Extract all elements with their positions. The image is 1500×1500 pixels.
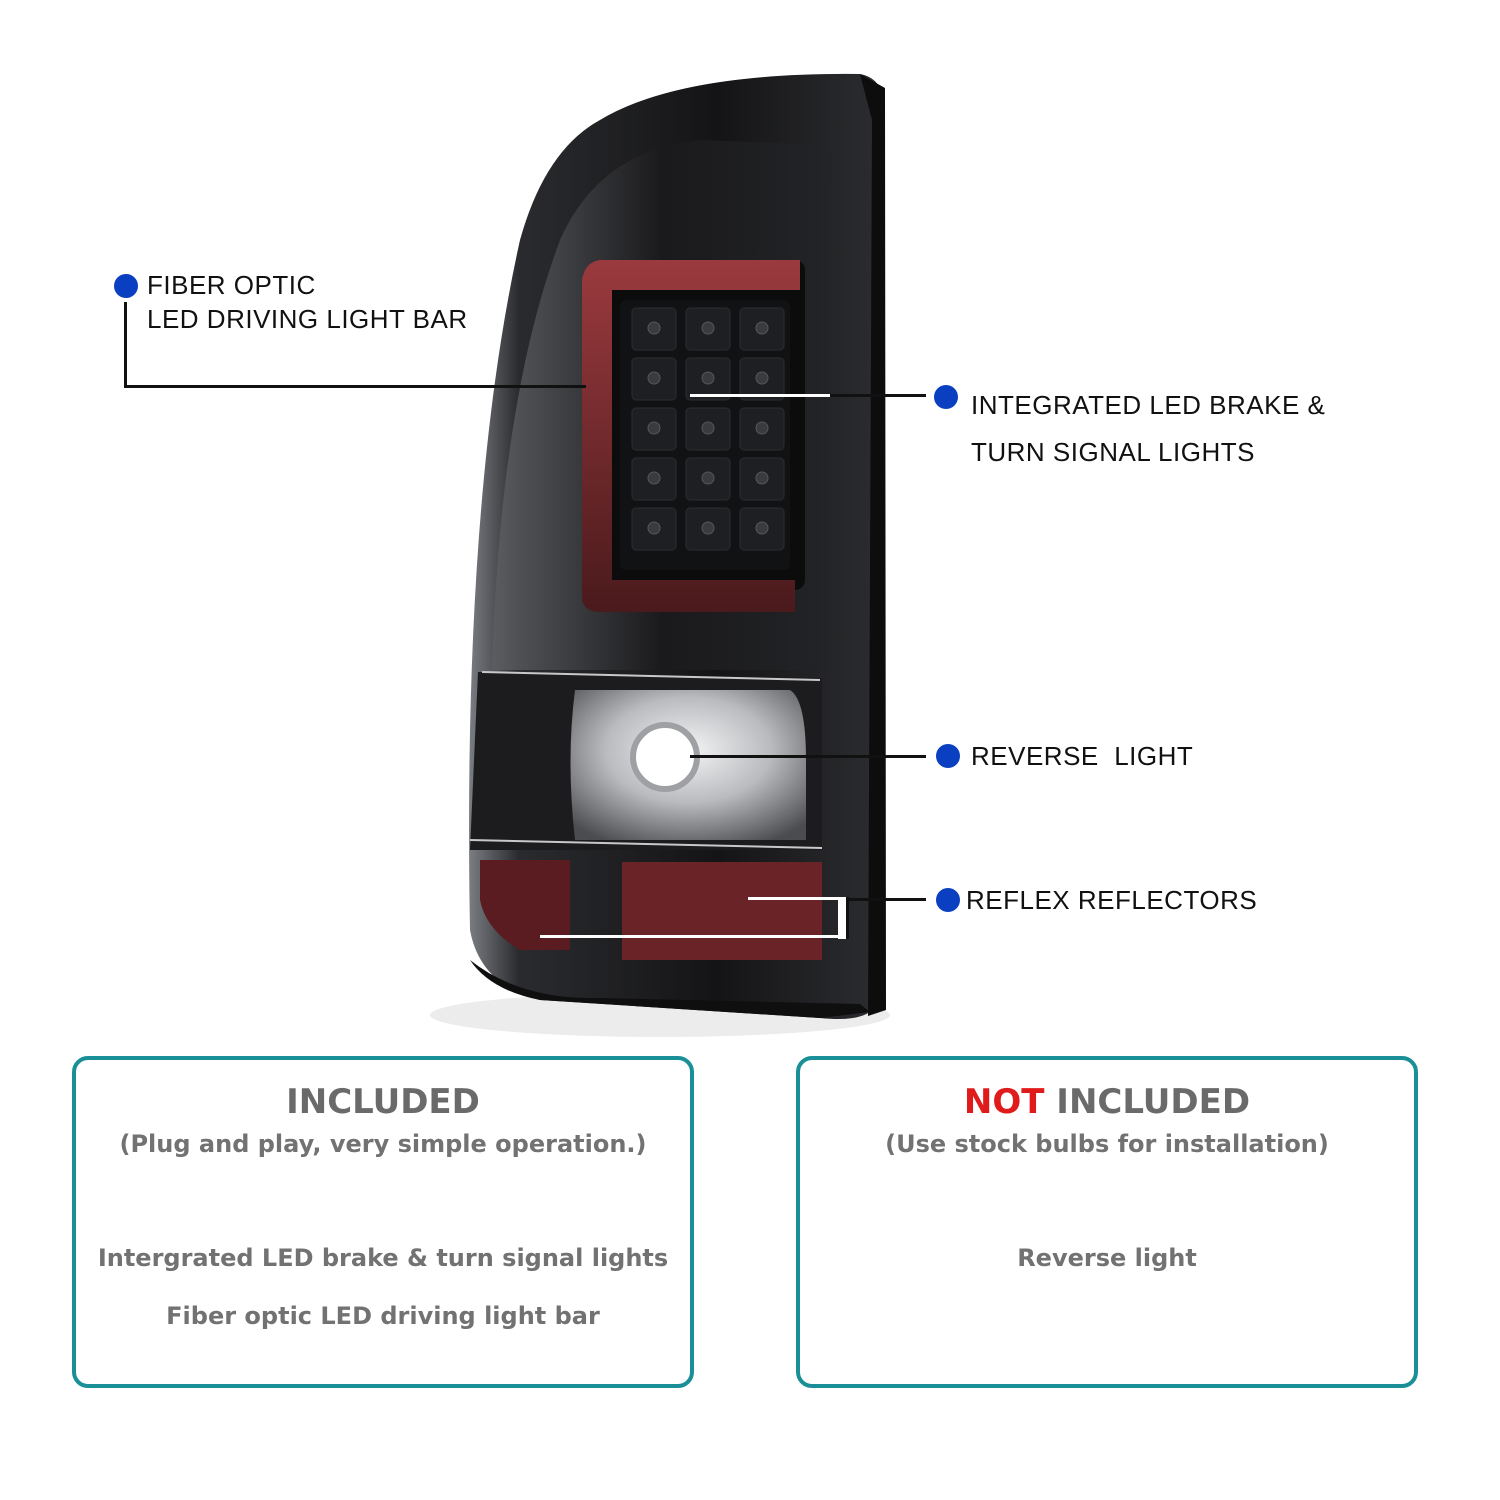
- fiber-optic-line1: FIBER OPTIC: [147, 270, 316, 300]
- not-included-subtitle: (Use stock bulbs for installation): [885, 1130, 1329, 1158]
- reflex-leader-upper: [748, 897, 838, 900]
- reflex-reflector-right: [622, 862, 822, 960]
- brake-turn-label: INTEGRATED LED BRAKE & TURN SIGNAL LIGHT…: [971, 382, 1325, 476]
- not-included-box: NOT INCLUDED (Use stock bulbs for instal…: [796, 1056, 1418, 1388]
- brake-turn-dot: [934, 385, 958, 409]
- not-included-title-rest: INCLUDED: [1056, 1082, 1251, 1122]
- fiber-optic-leader-horizontal: [124, 385, 586, 388]
- reflex-leader-lower: [540, 935, 840, 938]
- brake-turn-line1: INTEGRATED LED BRAKE &: [971, 390, 1326, 420]
- included-item: Intergrated LED brake & turn signal ligh…: [97, 1244, 669, 1272]
- not-included-title: NOT INCLUDED: [800, 1082, 1414, 1122]
- fiber-optic-line2: LED DRIVING LIGHT BAR: [147, 304, 468, 334]
- brake-turn-leader-white: [690, 394, 830, 397]
- fiber-optic-light-bar: [582, 260, 800, 612]
- included-title: INCLUDED: [286, 1082, 480, 1122]
- reverse-leader-inner: [690, 755, 808, 758]
- reflex-leader-bracket: [838, 897, 849, 939]
- reverse-leader: [808, 755, 926, 758]
- fiber-optic-dot: [114, 274, 138, 298]
- included-box: INCLUDED (Plug and play, very simple ope…: [72, 1056, 694, 1388]
- reflex-leader: [846, 898, 926, 901]
- not-included-item: Reverse light: [1017, 1244, 1197, 1272]
- included-subtitle: (Plug and play, very simple operation.): [119, 1130, 647, 1158]
- reflex-reflector-left: [480, 860, 570, 950]
- reflex-label: REFLEX REFLECTORS: [966, 885, 1258, 915]
- included-item: Fiber optic LED driving light bar: [166, 1302, 600, 1330]
- not-highlight: NOT: [963, 1082, 1045, 1122]
- reflex-dot: [936, 888, 960, 912]
- reverse-dot: [936, 744, 960, 768]
- brake-turn-line2: TURN SIGNAL LIGHTS: [971, 437, 1255, 467]
- brake-turn-leader: [830, 394, 926, 397]
- reverse-label: REVERSE LIGHT: [971, 741, 1194, 771]
- fiber-optic-leader-vertical: [124, 302, 127, 388]
- fiber-optic-label: FIBER OPTIC LED DRIVING LIGHT BAR: [147, 268, 468, 336]
- led-grid: [620, 300, 790, 570]
